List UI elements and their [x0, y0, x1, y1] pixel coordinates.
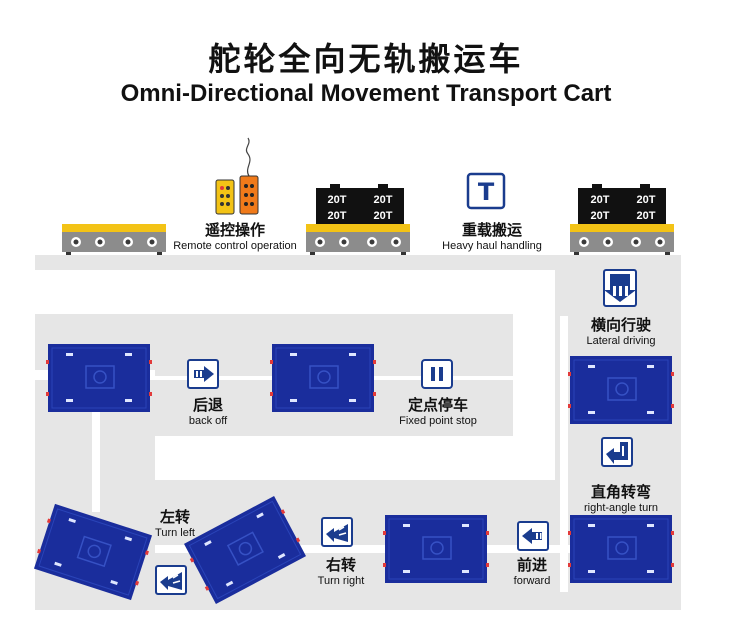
backoff-arrow-icon [187, 359, 219, 389]
load-tag: 20T [328, 210, 347, 222]
load-stack-right: 20T 20T 20T 20T [578, 184, 666, 224]
cart-top-rightangle [567, 514, 675, 584]
load-tag: 20T [591, 194, 610, 206]
load-tag: 20T [374, 194, 393, 206]
cart-top-forward [382, 514, 490, 584]
heavy-haul-icon: T [466, 172, 506, 210]
load-tag: 20T [637, 210, 656, 222]
cart-top-fixed-stop [269, 343, 377, 413]
fixed-stop-pause-icon [421, 359, 453, 389]
cart-side-loaded-middle [306, 224, 410, 255]
turn-right-icon [321, 517, 353, 547]
forward-arrow-icon [517, 521, 549, 551]
right-angle-turn-icon [601, 437, 633, 467]
load-tag: 20T [637, 194, 656, 206]
load-stack-middle: 20T 20T 20T 20T [316, 184, 404, 224]
cart-top-lateral [567, 355, 675, 425]
cart-top-backoff-start [45, 343, 153, 413]
load-tag: 20T [328, 194, 347, 206]
svg-text:T: T [478, 178, 495, 206]
title-english: Omni-Directional Movement Transport Cart [120, 80, 612, 107]
title-chinese: 舵轮全向无轨搬运车 [208, 40, 524, 78]
lateral-driving-icon [603, 269, 637, 307]
turn-left-icon [155, 565, 187, 595]
cart-side-empty [62, 224, 166, 255]
remote-control-icon [215, 137, 259, 215]
load-tag: 20T [591, 210, 610, 222]
load-tag: 20T [374, 210, 393, 222]
cart-side-loaded-right [570, 224, 674, 255]
